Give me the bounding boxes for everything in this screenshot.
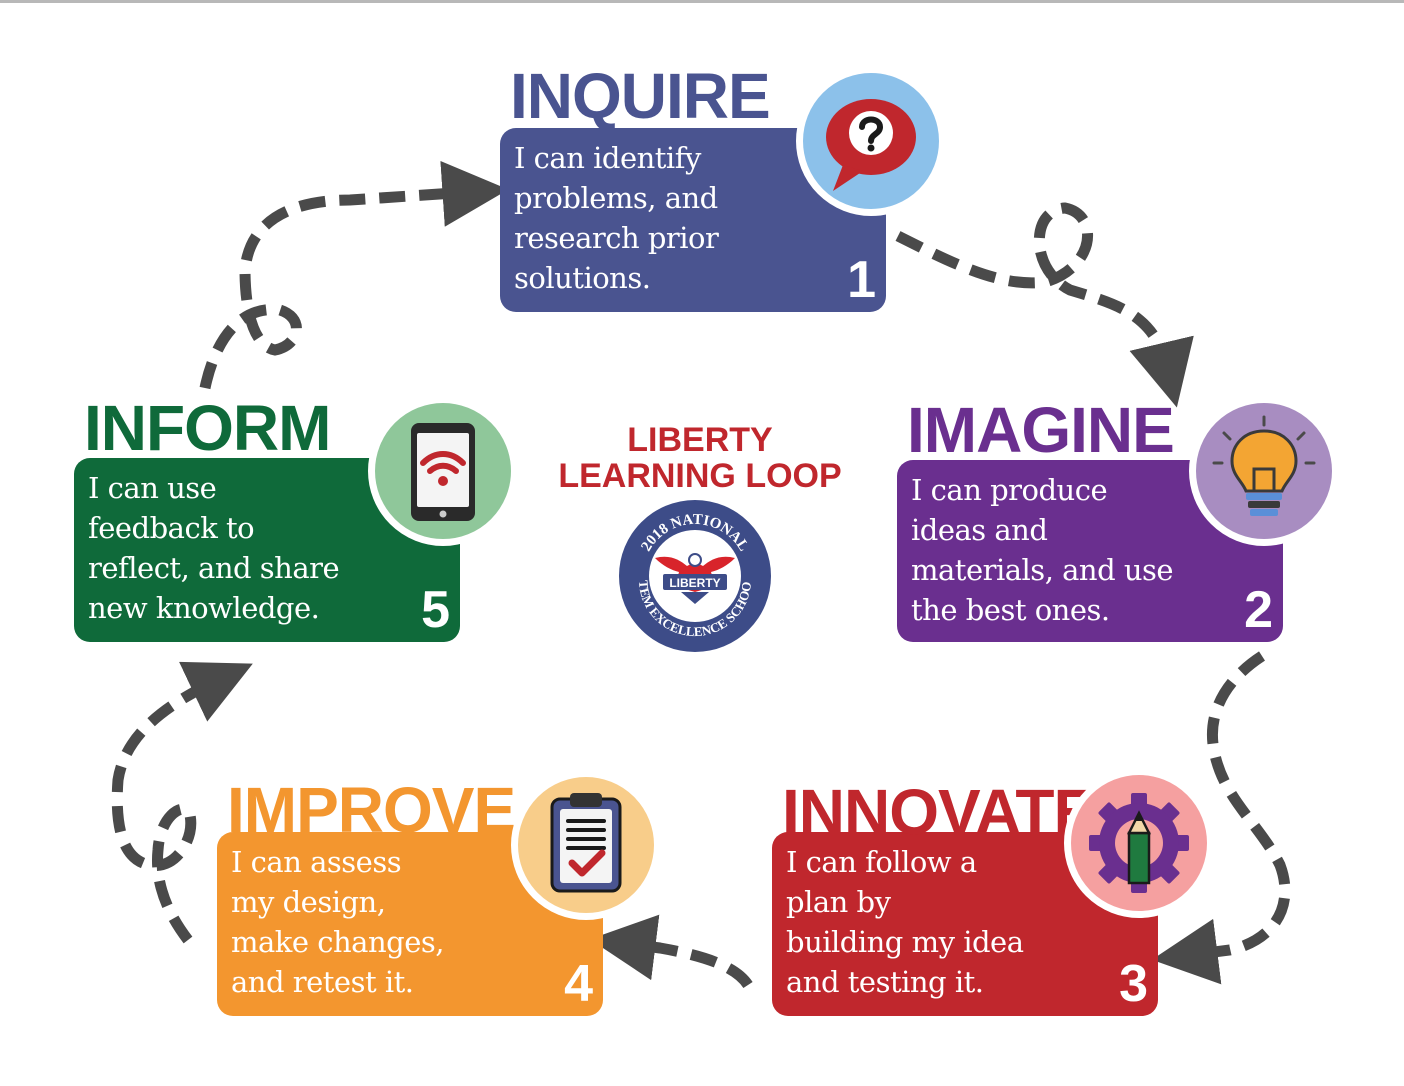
badge-center-text: LIBERTY <box>669 576 720 590</box>
step-innovate-number: 3 <box>1119 955 1148 1013</box>
tablet-wifi-icon <box>368 396 518 546</box>
step-inform-title: INFORM <box>84 392 331 464</box>
step-improve-box: I can assess my design, make changes, an… <box>217 832 603 1016</box>
step-inquire: I can identify problems, and research pr… <box>500 62 950 314</box>
step-inform-description: I can use feedback to reflect, and share… <box>88 471 340 625</box>
arrow-inform-to-inquire <box>199 160 509 390</box>
step-innovate-description: I can follow a plan by building my idea … <box>786 845 1024 999</box>
step-improve-description: I can assess my design, make changes, an… <box>231 845 444 999</box>
step-imagine: I can produce ideas and materials, and u… <box>897 394 1347 646</box>
step-inquire-number: 1 <box>847 251 876 309</box>
step-imagine-number: 2 <box>1244 581 1273 639</box>
question-speech-bubble-icon <box>796 66 946 216</box>
step-improve: I can assess my design, make changes, an… <box>217 770 677 1022</box>
step-inform: I can use feedback to reflect, and share… <box>74 392 524 644</box>
loop-title-line1: LIBERTY <box>627 421 773 459</box>
loop-title-line2: LEARNING LOOP <box>558 457 842 495</box>
clipboard-check-icon <box>511 770 661 920</box>
step-innovate-title: INNOVATE <box>782 776 1096 848</box>
step-imagine-title: IMAGINE <box>907 394 1175 466</box>
lightbulb-icon <box>1189 396 1339 546</box>
arrow-innovate-to-improve <box>589 914 753 989</box>
step-imagine-description: I can produce ideas and materials, and u… <box>911 473 1174 627</box>
loop-title: LIBERTY LEARNING LOOP <box>520 422 880 494</box>
top-border-line <box>0 0 1404 3</box>
arrow-inquire-to-imagine <box>895 202 1194 408</box>
gear-pencil-icon <box>1064 768 1214 918</box>
arrow-improve-to-inform <box>111 661 253 944</box>
step-improve-title: IMPROVE <box>227 774 516 846</box>
step-inquire-title: INQUIRE <box>510 60 771 132</box>
step-inquire-description: I can identify problems, and research pr… <box>514 141 719 295</box>
step-inform-number: 5 <box>421 581 450 639</box>
step-improve-number: 4 <box>564 955 593 1013</box>
step-innovate: I can follow a plan by building my idea … <box>772 768 1222 1020</box>
arrow-imagine-to-innovate <box>1151 651 1291 985</box>
